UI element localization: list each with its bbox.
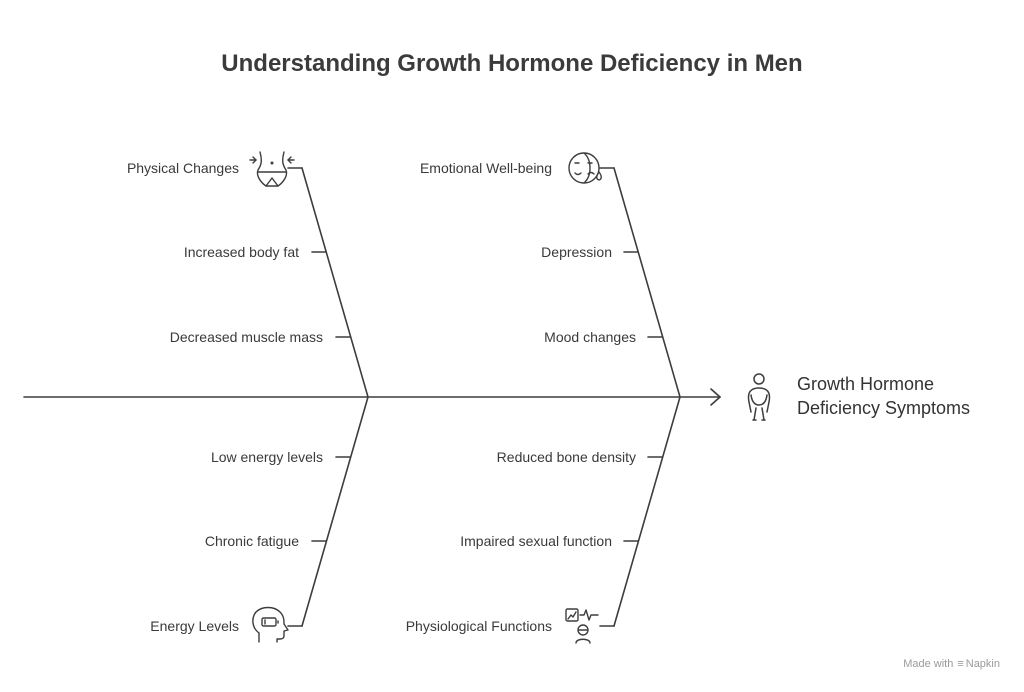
spine-arrowhead (710, 388, 722, 406)
category-energy-levels: Energy Levels (150, 618, 239, 634)
bone-physical-changes (301, 167, 369, 398)
bone-energy-levels (301, 396, 369, 627)
category-emotional-well-being: Emotional Well-being (419, 160, 552, 176)
footer-brand: Napkin (965, 658, 1000, 670)
effect-line-1: Growth Hormone (797, 374, 935, 394)
cause-increased-body-fat: Increased body fat (183, 244, 299, 260)
diagram-title: Understanding Growth Hormone Deficiency … (221, 50, 803, 77)
physiology-icon (565, 608, 599, 644)
cause-mood-changes: Mood changes (544, 329, 636, 345)
cause-low-energy-levels: Low energy levels (210, 449, 323, 465)
bone-emotional-well-being (613, 167, 681, 398)
cause-impaired-sexual-function: Impaired sexual function (460, 533, 612, 549)
cause-decreased-muscle-mass: Decreased muscle mass (169, 329, 323, 345)
category-physiological-functions: Physiological Functions (405, 618, 552, 634)
napkin-logo-icon: ≡ (957, 658, 964, 670)
cause-chronic-fatigue: Chronic fatigue (204, 533, 299, 549)
head-battery-icon (252, 606, 289, 643)
emotion-masks-icon (568, 152, 602, 184)
waist-measure-icon (249, 151, 295, 187)
cause-depression: Depression (541, 244, 612, 260)
effect-line-2: Deficiency Symptoms (797, 398, 971, 418)
footer-prefix: Made with (903, 658, 954, 670)
bone-physiological-functions (613, 396, 681, 627)
person-icon (747, 373, 771, 421)
effect-label: Growth Hormone Deficiency Symptoms (797, 372, 970, 420)
category-physical-changes: Physical Changes (126, 160, 239, 176)
cause-reduced-bone-density: Reduced bone density (496, 449, 636, 465)
made-with-napkin-footer: Made with≡Napkin (903, 658, 1000, 670)
